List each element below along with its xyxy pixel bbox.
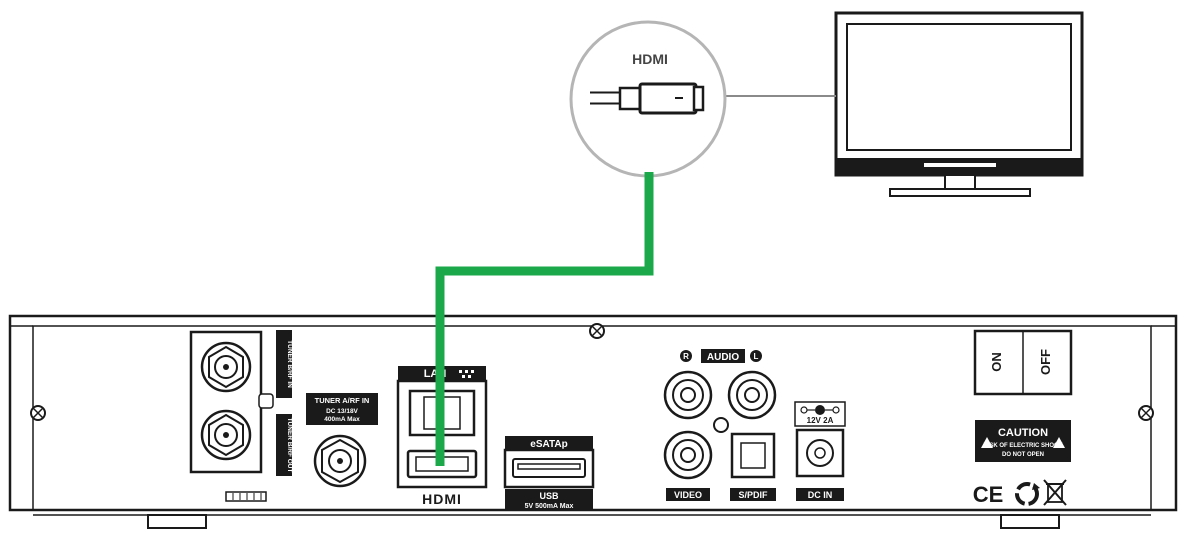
tuner-b-in-label: TUNER B/RF IN [286,340,293,388]
callout-hdmi-label: HDMI [632,51,668,67]
tv-stand-base [889,188,1031,197]
av-block: R AUDIO L VIDEO [663,349,777,501]
tuner-a-block: TUNER A/RF IN DC 13/18V 400mA Max [306,393,378,488]
tuner-b-block: TUNER B/RF IN TUNER B/RF OUT [189,330,293,476]
network-icon [459,370,474,378]
usb-spec: 5V 500mA Max [525,503,574,510]
tuner-a-spec-1: DC 13/18V [326,408,358,415]
audio-l-jack[interactable] [727,370,777,420]
vent-slot [225,491,267,502]
audio-label: AUDIO [707,352,739,363]
tuner-b-out-label: TUNER B/RF OUT [286,418,293,473]
tuner-b-rf-out-port[interactable] [200,409,252,461]
tuner-a-label: TUNER A/RF IN [315,396,370,405]
screw-top-icon [589,323,605,339]
callout-plug-tip [692,85,705,112]
audio-l-label: L [754,352,759,361]
right-foot [1000,514,1060,529]
audio-r-label: R [683,352,689,361]
ce-mark: CE [973,482,1004,507]
hdmi-cable [435,172,654,466]
compliance-marks: CE [973,479,1067,507]
video-label: VIDEO [674,490,702,500]
caution-line-1: RISK OF ELECTRIC SHOCK [983,443,1063,449]
hdmi-callout: HDMI [569,20,727,178]
warning-triangle-right-icon [1053,437,1065,448]
esata-label: eSATAp [530,439,567,450]
video-jack[interactable] [663,430,713,480]
switch-on-label: ON [989,352,1004,372]
spdif-label: S/PDIF [738,490,768,500]
warning-triangle-left-icon [981,437,993,448]
receiver-rear-panel: TUNER B/RF IN TUNER B/RF OUT TUNER A/RF … [8,314,1178,529]
dc-in-label: DC IN [808,490,833,500]
dc-in-port[interactable] [795,428,845,478]
tuner-a-spec-2: 400mA Max [324,416,360,423]
usb-label-box [505,489,593,511]
polarity-icon [800,405,840,415]
weee-bin-icon [1043,479,1067,506]
indicator-hole [713,417,729,433]
tv-bezel-highlight [924,163,996,167]
tv-neck [944,174,976,191]
caution-label: CAUTION RISK OF ELECTRIC SHOCK DO NOT OP… [975,420,1071,462]
usb-label: USB [539,491,559,501]
screw-left-icon [30,405,46,421]
tuner-a-rf-in-port[interactable] [313,434,367,488]
tuner-b-rf-in-port[interactable] [200,341,252,393]
esata-usb-block: eSATAp USB 5V 500mA Max [503,436,595,511]
television [834,11,1084,197]
caution-line-2: DO NOT OPEN [1002,452,1044,458]
recycle-icon [1015,482,1040,506]
caution-title: CAUTION [998,427,1048,439]
left-foot [147,514,207,529]
dc-spec: 12V 2A [807,416,834,425]
dc-in-block: 12V 2A DC IN [794,401,846,501]
screw-right-icon [1138,405,1154,421]
audio-r-jack[interactable] [663,370,713,420]
tv-screen [846,23,1072,151]
power-switch[interactable]: ON OFF [973,329,1073,396]
switch-off-label: OFF [1038,349,1053,375]
esata-label-box [505,436,593,450]
hdmi-port-label: HDMI [422,491,462,507]
hdmi-plug-icon [638,82,698,115]
tuner-a-label-box [306,393,378,425]
